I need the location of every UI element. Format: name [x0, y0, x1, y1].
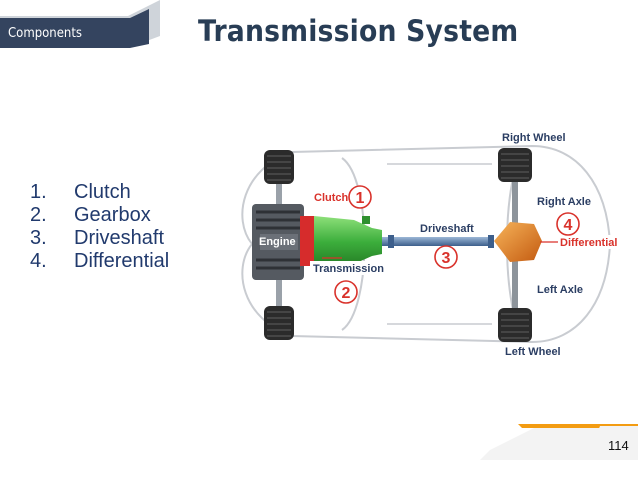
- label-differential: Differential: [560, 237, 617, 249]
- wheel: [264, 148, 532, 342]
- driveshaft-component: [382, 237, 494, 246]
- list-item: 4.Differential: [30, 250, 170, 272]
- label-clutch: Clutch: [314, 192, 349, 204]
- list-item: 3.Driveshaft: [30, 227, 165, 249]
- marker-transmission: 2: [342, 285, 351, 302]
- label-right-axle: Right Axle: [537, 196, 591, 208]
- transmission-component: [314, 216, 382, 268]
- transmission-diagram: 1 2 3 4 Engine Clutch Transmission Drive…: [241, 130, 617, 358]
- label-transmission: Transmission: [313, 263, 384, 275]
- right-axle: [512, 182, 518, 234]
- label-left-axle: Left Axle: [537, 284, 583, 296]
- section-tag: Components: [8, 26, 83, 41]
- label-right-wheel: Right Wheel: [502, 132, 566, 144]
- label-left-wheel: Left Wheel: [505, 346, 561, 358]
- engine: [252, 204, 304, 280]
- page-number-bar: [480, 424, 638, 460]
- marker-circles: [334, 185, 580, 304]
- page-title: Transmission System: [198, 14, 519, 48]
- marker-driveshaft: 3: [442, 250, 451, 267]
- differential-component: [494, 222, 542, 262]
- label-driveshaft: Driveshaft: [420, 223, 474, 235]
- marker-differential: 4: [564, 217, 573, 234]
- page-number: 114: [608, 438, 629, 453]
- clutch-component: [300, 216, 314, 266]
- left-axle: [512, 254, 518, 308]
- label-engine: Engine: [259, 236, 296, 248]
- list-item: 1.Clutch: [30, 181, 131, 203]
- list-item: 2.Gearbox: [30, 204, 151, 226]
- header-tag-decoration: [0, 0, 160, 48]
- components-list: 1.Clutch 2.Gearbox 3.Driveshaft 4.Differ…: [30, 181, 169, 273]
- marker-clutch: 1: [356, 190, 365, 207]
